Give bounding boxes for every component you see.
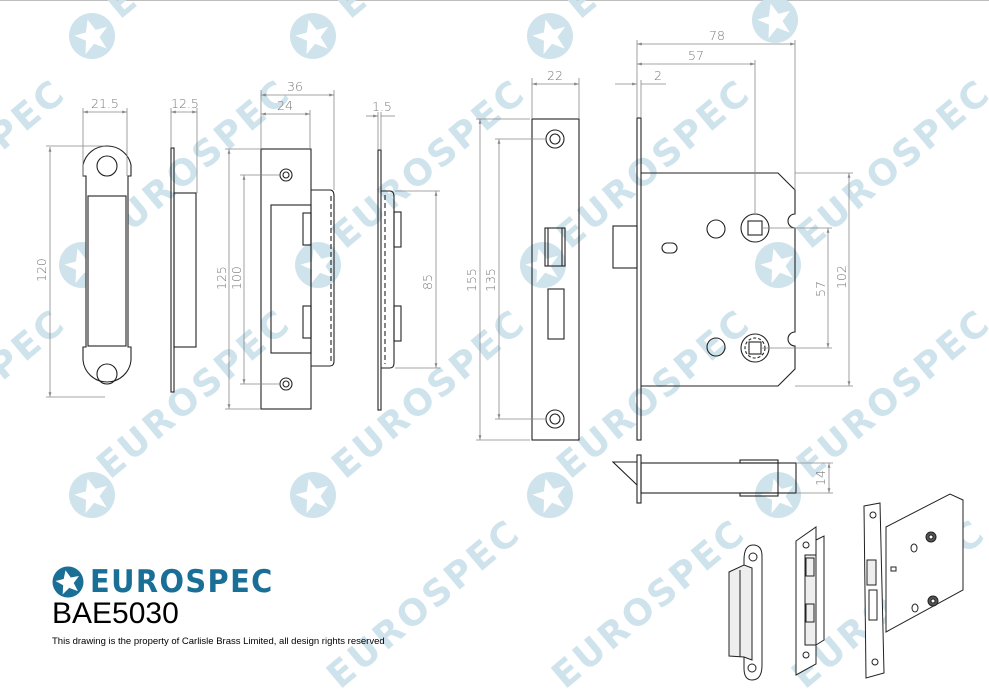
dim-lock-body-thickness: 14 <box>813 470 828 486</box>
dim-keep-height: 125 <box>214 266 229 290</box>
keep-front-view <box>260 148 335 410</box>
strike-plate-side-view <box>170 147 197 393</box>
copyright-note: This drawing is the property of Carlisle… <box>52 636 385 647</box>
star-circle-icon <box>52 566 84 598</box>
keep-iso <box>795 526 825 676</box>
strike-plate-front-view <box>82 145 132 385</box>
dim-keep-thickness: 1.5 <box>372 99 392 114</box>
dim-forend-thickness: 2 <box>654 68 662 83</box>
brand-name: EUROSPEC <box>90 564 274 600</box>
dim-forend-width: 22 <box>547 68 563 83</box>
dim-keep-overall-width: 36 <box>287 79 303 94</box>
dim-lock-overall-depth: 78 <box>709 28 725 43</box>
dim-strike-depth: 12.5 <box>171 96 199 111</box>
strike-plate-iso <box>728 544 763 681</box>
dim-forend-height: 155 <box>464 268 479 292</box>
eurospec-logo: EUROSPEC <box>52 566 288 598</box>
sheet-border-top <box>0 0 989 1</box>
dim-forend-fixing-centres: 135 <box>483 268 498 292</box>
dimension-labels: 21.5 120 12.5 36 24 125 100 1.5 85 22 15… <box>34 28 849 486</box>
dim-lock-backset: 57 <box>688 48 704 63</box>
lock-body-bottom-view <box>611 454 797 504</box>
dim-keep-plate-width: 24 <box>277 98 293 113</box>
product-model: BAE5030 <box>52 597 179 630</box>
forend-front-view <box>531 118 580 441</box>
dim-strike-height: 120 <box>34 258 49 282</box>
dim-strike-width: 21.5 <box>91 96 119 111</box>
dim-keep-box-height: 85 <box>420 274 435 290</box>
dim-lock-body-height: 102 <box>834 265 849 289</box>
dim-follower-centres: 57 <box>813 281 828 297</box>
keep-side-view <box>377 149 402 411</box>
dimension-lines <box>46 40 853 494</box>
lock-body-iso <box>863 493 964 679</box>
dim-keep-fixing-centres: 100 <box>229 266 244 290</box>
